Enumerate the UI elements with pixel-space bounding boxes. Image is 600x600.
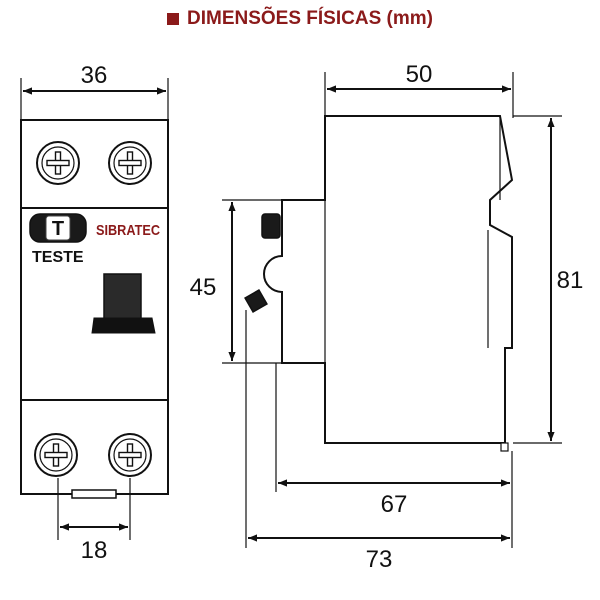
side-depth-label: 50 [406, 61, 433, 88]
title: DIMENSÕES FÍSICAS (mm) [0, 8, 600, 30]
side-bottom-tab [500, 442, 509, 452]
brand-label: SIBRATEC [96, 222, 160, 239]
width-67-label: 67 [381, 491, 408, 518]
test-button-face [45, 215, 71, 241]
toggle-lever [103, 273, 142, 321]
screw-bottom-right-icon [108, 433, 152, 477]
front-view: 36 T SIBRATEC TESTE 18 [20, 62, 169, 564]
title-bullet-icon [167, 13, 179, 25]
screw-top-left-icon [36, 141, 80, 185]
din-clip [71, 489, 117, 499]
front-width-label: 36 [81, 62, 108, 89]
rail-clip-top [261, 213, 281, 239]
side-outline [263, 115, 514, 444]
side-view: 50 81 45 67 73 [190, 61, 584, 573]
width-73-label: 73 [366, 546, 393, 573]
toggle-lever-base [91, 317, 156, 334]
screw-bottom-left-icon [34, 433, 78, 477]
screw-top-right-icon [108, 141, 152, 185]
side-height-label: 81 [557, 267, 584, 294]
title-text: DIMENSÕES FÍSICAS (mm) [187, 8, 433, 29]
rail-height-label: 45 [190, 274, 217, 301]
terminal-spacing-label: 18 [81, 537, 108, 564]
rail-clip-bottom [244, 289, 268, 313]
test-button-letter: T [52, 218, 64, 240]
test-label: TESTE [32, 249, 84, 266]
front-body [20, 119, 169, 495]
